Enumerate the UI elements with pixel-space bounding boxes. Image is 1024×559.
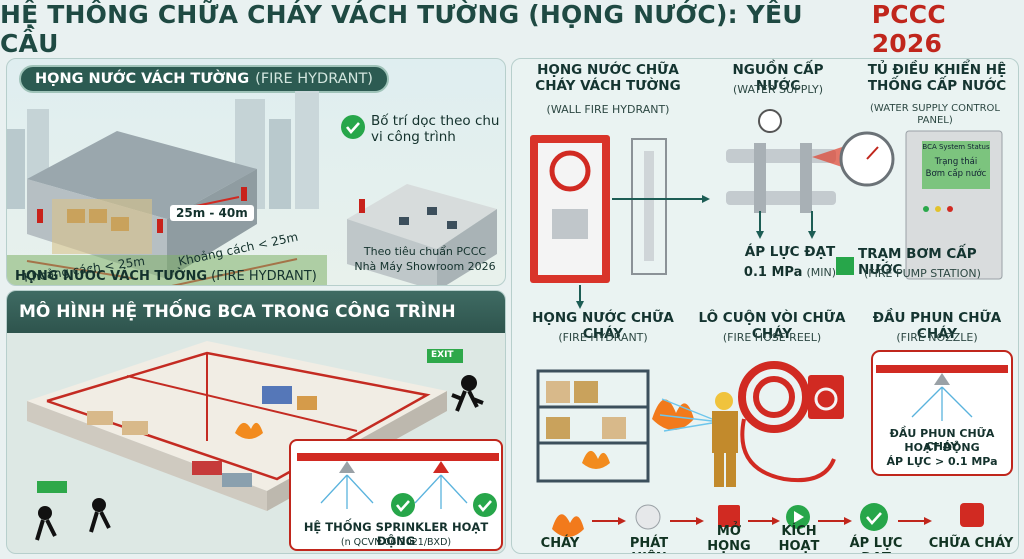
pump-station-sub: (FIRE PUMP STATION) bbox=[864, 267, 981, 280]
fire-hydrant-sub: (FIRE HYDRANT) bbox=[558, 331, 648, 344]
standard-line-2: Nhà Máy Showroom 2026 bbox=[354, 260, 496, 273]
standard-line-1: Theo tiêu chuẩn PCCC bbox=[363, 245, 487, 258]
water-supply-sub: (WATER SUPPLY) bbox=[732, 83, 824, 96]
hydrant-pill: HỌNG NƯỚC VÁCH TƯỜNG (FIRE HYDRANT) bbox=[19, 65, 389, 93]
nozzle-sub: (FIRE NOZZLE) bbox=[896, 331, 978, 344]
step-pressure-ok: ÁP LỰC ĐẠT bbox=[849, 536, 903, 553]
step-detect: PHÁT HIỆN bbox=[629, 536, 669, 553]
fire-hydrant-title: HỌNG NƯỚC CHỮA CHÁY bbox=[532, 310, 674, 342]
hose-reel-sub: (FIRE HOSE REEL) bbox=[722, 331, 822, 344]
title-accent: PCCC 2026 bbox=[871, 0, 946, 58]
exit-sign: EXIT bbox=[431, 350, 454, 360]
control-panel-sub: (WATER SUPPLY CONTROL PANEL) bbox=[870, 103, 1000, 126]
bca-model-panel: MÔ HÌNH HỆ THỐNG BCA TRONG CÔNG TRÌNH EX… bbox=[6, 290, 506, 554]
skyline-illustration bbox=[7, 91, 497, 285]
panel-screen-line-3: Bơm cấp nước bbox=[925, 169, 987, 179]
hydrant-layout-panel: HỌNG NƯỚC VÁCH TƯỜNG (FIRE HYDRANT) bbox=[6, 58, 506, 286]
step-extinguish: CHỮA CHÁY bbox=[928, 536, 1014, 551]
panel-screen-line-2: Trạng thái bbox=[934, 157, 978, 167]
wall-hydrant-title: HỌNG NƯỚC CHỮA CHÁY VÁCH TƯỜNG bbox=[535, 62, 681, 94]
hydrant-bottom-caption: HỌNG NƯỚC VÁCH TƯỜNG (FIRE HYDRANT) bbox=[15, 269, 317, 284]
nozzle-active-line-2: HOẠT ĐỘNG bbox=[904, 441, 980, 454]
nozzle-active-line-1: ĐẦU PHUN CHỮA CHÁY bbox=[889, 427, 995, 454]
hose-reel-title: LÔ CUỘN VÒI CHỮA CHÁY bbox=[698, 310, 846, 342]
sprinkler-standard: (n QCVN 06:2021/BXD) bbox=[340, 537, 452, 548]
wall-hydrant-sub: (WALL FIRE HYDRANT) bbox=[546, 103, 670, 116]
pressure-value-line: 0.1 MPa (MIN) bbox=[743, 265, 837, 280]
distance-label: 25m - 40m bbox=[170, 205, 254, 222]
nozzle-title: ĐẦU PHUN CHỮA CHÁY bbox=[872, 310, 1002, 342]
water-supply-title: NGUỒN CẤP NƯỚC bbox=[732, 62, 824, 94]
step-fire: CHÁY bbox=[540, 536, 580, 551]
title-main: HỆ THỐNG CHỮA CHÁY VÁCH TƯỜNG (HỌNG NƯỚC… bbox=[0, 0, 803, 58]
nozzle-active-line-3: ÁP LỰC > 0.1 MPa bbox=[886, 455, 998, 468]
panel-screen-line-1: BCA System Status bbox=[922, 143, 990, 151]
sprinkler-inset: HỆ THỐNG SPRINKLER HOẠT ĐỘNG (n QCVN 06:… bbox=[289, 439, 503, 551]
sprinkler-title: HỆ THỐNG SPRINKLER HOẠT ĐỘNG bbox=[303, 520, 489, 548]
system-diagram-illustration bbox=[530, 109, 1013, 537]
step-start-pump: KÍCH HOẠT BƠM bbox=[778, 524, 820, 554]
bca-model-header: MÔ HÌNH HỆ THỐNG BCA TRONG CÔNG TRÌNH bbox=[7, 291, 505, 333]
perimeter-note: Bố trí dọc theo chu vi công trình bbox=[371, 113, 500, 146]
step-open-hydrant: MỞ HỌNG NƯỚC bbox=[707, 524, 751, 554]
pressure-title: ÁP LỰC ĐẠT bbox=[744, 244, 836, 260]
pump-station-title: TRẠM BƠM CẤP NƯỚC bbox=[858, 246, 977, 278]
control-panel-title: TỦ ĐIỀU KHIỂN HỆ THỐNG CẤP NƯỚC bbox=[867, 62, 1007, 94]
page-title: HỆ THỐNG CHỮA CHÁY VÁCH TƯỜNG (HỌNG NƯỚC… bbox=[0, 0, 1024, 58]
system-diagram-panel: HỌNG NƯỚC CHỮA CHÁY VÁCH TƯỜNG (WALL FIR… bbox=[511, 58, 1019, 554]
